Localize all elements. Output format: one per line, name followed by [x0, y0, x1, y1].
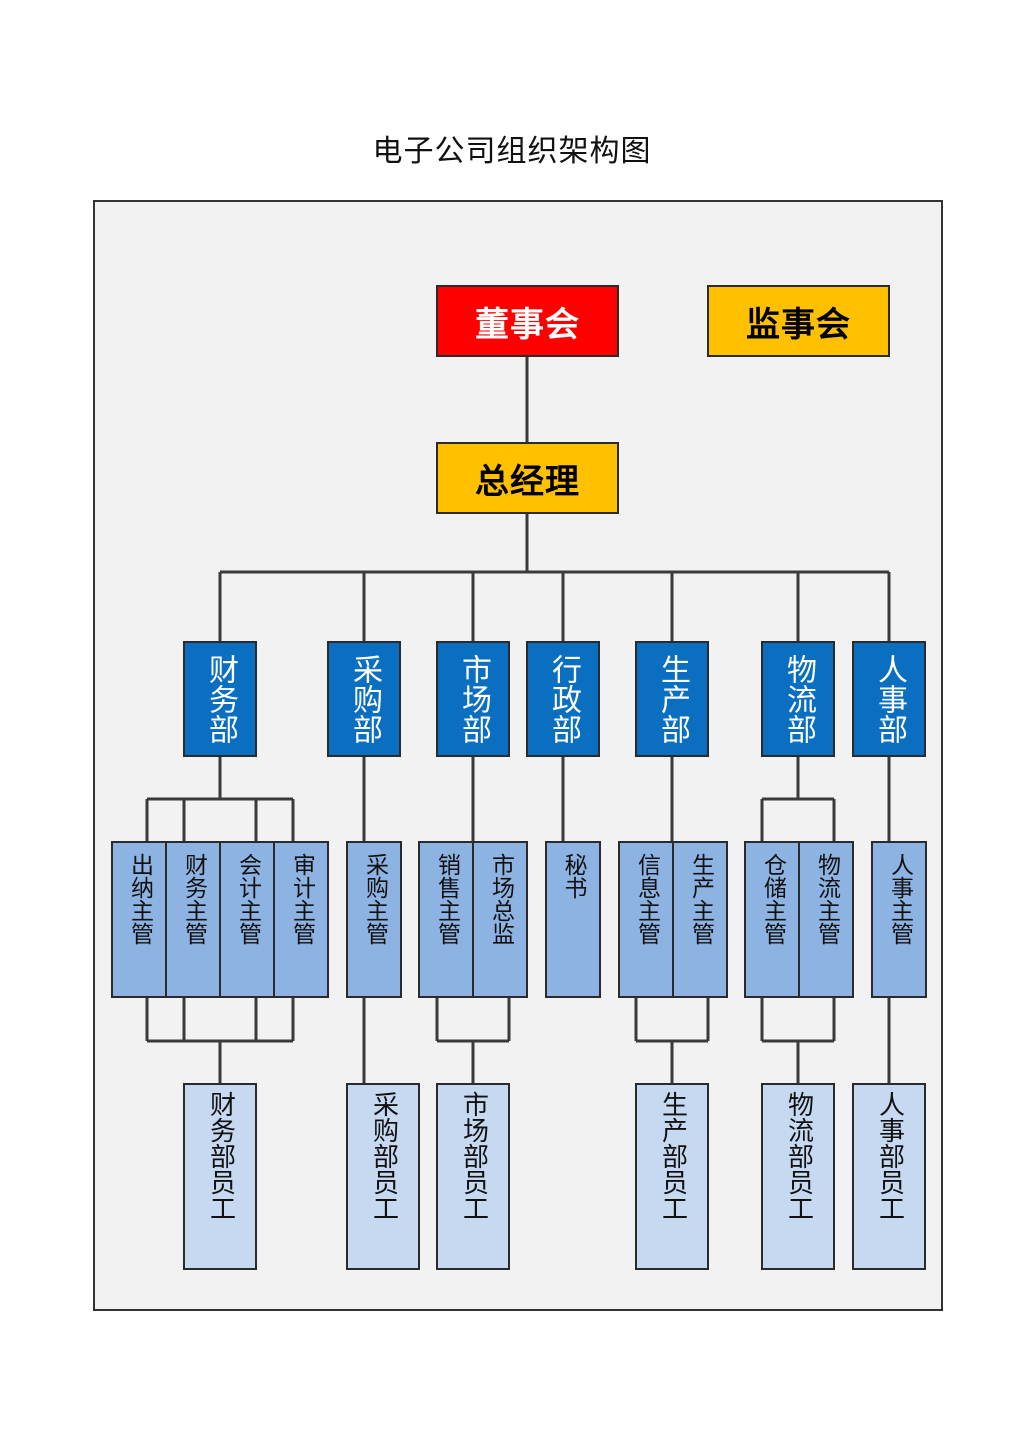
board-of-directors-box: 董事会	[436, 285, 619, 357]
dept-logistics: 物流部	[761, 641, 835, 757]
dept-purchasing: 采购部	[327, 641, 401, 757]
board-of-supervisors-box: 监事会	[707, 285, 890, 357]
manager-warehouse: 仓储主管	[744, 841, 800, 998]
staff-market: 市场部员工	[436, 1083, 510, 1270]
staff-production: 生产部员工	[635, 1083, 709, 1270]
staff-hr: 人事部员工	[852, 1083, 926, 1270]
dept-production: 生产部	[635, 641, 709, 757]
secretary: 秘书	[545, 841, 601, 998]
manager-finance: 财务主管	[165, 841, 221, 998]
director-marketing: 市场总监	[472, 841, 528, 998]
manager-information: 信息主管	[618, 841, 674, 998]
manager-audit: 审计主管	[273, 841, 329, 998]
manager-accounting: 会计主管	[219, 841, 275, 998]
dept-hr: 人事部	[852, 641, 926, 757]
manager-hr: 人事主管	[871, 841, 927, 998]
general-manager-box: 总经理	[436, 442, 619, 514]
manager-cashier: 出纳主管	[111, 841, 167, 998]
dept-market: 市场部	[436, 641, 510, 757]
staff-logistics: 物流部员工	[761, 1083, 835, 1270]
manager-production: 生产主管	[672, 841, 728, 998]
staff-purchasing: 采购部员工	[346, 1083, 420, 1270]
manager-logistics: 物流主管	[798, 841, 854, 998]
staff-finance: 财务部员工	[183, 1083, 257, 1270]
page-title: 电子公司组织架构图	[372, 134, 652, 169]
dept-finance: 财务部	[183, 641, 257, 757]
manager-sales: 销售主管	[418, 841, 474, 998]
manager-purchasing: 采购主管	[346, 841, 402, 998]
dept-admin: 行政部	[526, 641, 600, 757]
